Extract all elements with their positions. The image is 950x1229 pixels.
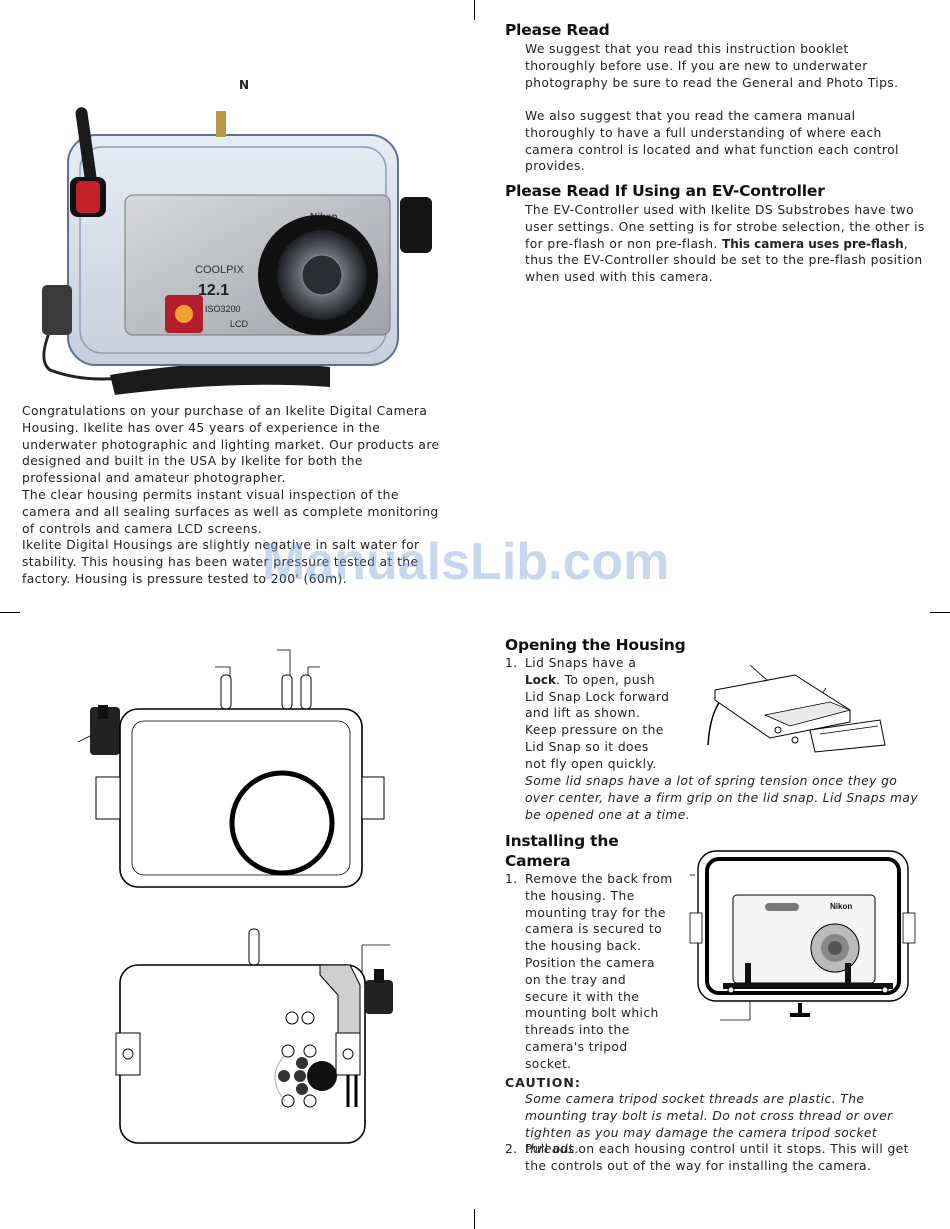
installing-item-2-text: Pull out on each housing control until i…: [525, 1142, 909, 1173]
ev-controller-heading: Please Read If Using an EV-Controller: [505, 182, 825, 200]
installing-item-2: 2. Pull out on each housing control unti…: [505, 1141, 925, 1175]
opening-heading: Opening the Housing: [505, 636, 686, 654]
caution-label: CAUTION:: [505, 1075, 581, 1090]
camera-iso: ISO3200: [205, 304, 241, 314]
intro-paragraph-2: The clear housing permits instant visual…: [22, 487, 439, 536]
housing-photo: Nikon COOLPIX 12.1 ISO3200 LCD: [42, 107, 432, 395]
ev-text-before: The EV-Controller used with Ikelite DS S…: [525, 203, 925, 251]
installing-item-1: 1. Remove the back from the housing. The…: [505, 871, 673, 1073]
wrist-strap: [110, 362, 330, 395]
installing-item-1-text: Remove the back from the housing. The mo…: [525, 872, 673, 1071]
lid-snap-diagram: [707, 664, 886, 753]
installing-heading-line-1: Installing the: [505, 832, 619, 850]
opening-item-1: 1. Lid Snaps have a Lock. To open, push …: [505, 655, 673, 773]
housing-back-diagram: Nikon: [689, 850, 916, 1021]
intro-text: Congratulations on your purchase of an I…: [22, 403, 440, 588]
caution-text: Some camera tripod socket threads are pl…: [525, 1092, 893, 1157]
please-read-paragraph-1: We suggest that you read this instructio…: [525, 42, 899, 90]
back-view-diagram: [115, 928, 393, 1144]
installing-item-2-number: 2.: [505, 1142, 518, 1156]
fold-mark-bottom: [474, 1209, 475, 1229]
watermark: ManualsLib.com: [262, 533, 670, 591]
camera-model: COOLPIX: [195, 264, 245, 276]
opening-text-before: Lid Snaps have a: [525, 656, 637, 670]
fold-mark-right: [930, 612, 950, 613]
installing-heading-line-2: Camera: [505, 852, 571, 870]
camera-lcd: LCD: [230, 319, 249, 329]
ev-controller-paragraph: The EV-Controller used with Ikelite DS S…: [525, 202, 927, 286]
intro-paragraph-3: Ikelite Digital Housings are slightly ne…: [22, 538, 420, 586]
camera-megapixels: 12.1: [198, 282, 229, 299]
letter-marker: N: [239, 78, 250, 92]
ev-highlight: This camera uses pre-flash: [722, 236, 904, 251]
front-view-diagram: [77, 649, 385, 888]
installing-heading: Installing the Camera: [505, 831, 619, 871]
opening-text-after: . To open, push Lid Snap Lock forward an…: [525, 672, 670, 771]
please-read-heading: Please Read: [505, 21, 610, 39]
please-read-paragraph-2: We also suggest that you read the camera…: [525, 109, 899, 174]
ev-text-after: , thus the EV-Controller should be set t…: [525, 236, 923, 285]
opening-note: Some lid snaps have a lot of spring tens…: [525, 774, 919, 822]
fold-mark-top: [474, 0, 475, 20]
fold-mark-left: [0, 612, 20, 613]
diagram-camera-brand: Nikon: [830, 902, 852, 911]
opening-lock: Lock: [525, 672, 556, 687]
installing-item-1-number: 1.: [505, 872, 518, 886]
intro-paragraph-1: Congratulations on your purchase of an I…: [22, 404, 440, 486]
opening-item-number: 1.: [505, 656, 518, 670]
